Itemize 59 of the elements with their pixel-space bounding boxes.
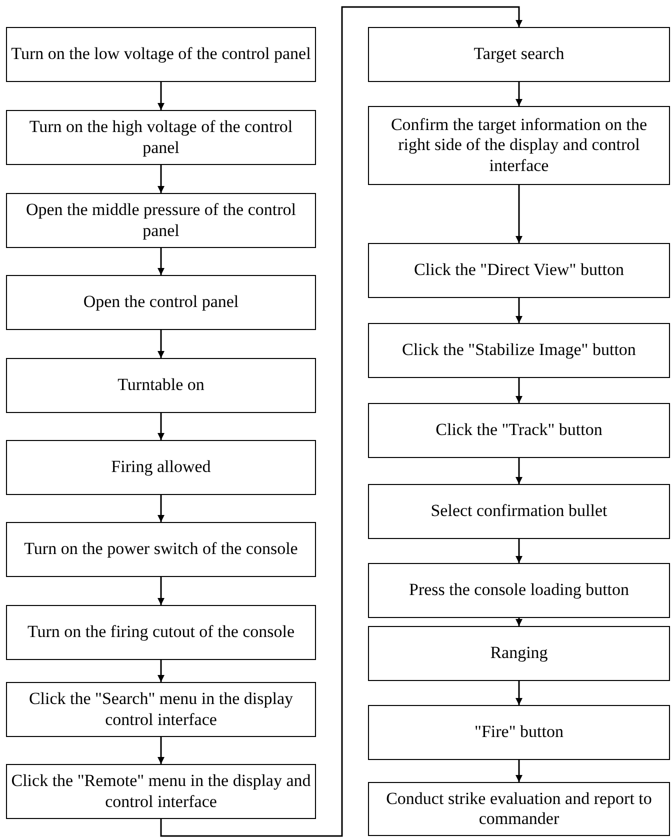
arrow [516, 82, 522, 106]
step-text: Select confirmation bullet [430, 501, 608, 522]
arrow [158, 248, 164, 275]
arrow [516, 539, 522, 563]
arrow [516, 458, 522, 484]
step-text: Turn on the high voltage of the control panel [28, 117, 294, 158]
step-text: Click the "Stabilize Image" button [402, 340, 636, 361]
process-box [6, 275, 316, 330]
step-text: Click the "Remote" menu in the display and control interface [11, 771, 311, 812]
step-text: Firing allowed [111, 457, 211, 478]
process-box [6, 522, 316, 577]
arrow [158, 577, 164, 605]
step-text: Ranging [490, 643, 548, 664]
process-box [6, 193, 316, 248]
step-text: Open the control panel [83, 292, 239, 313]
arrow [516, 185, 522, 243]
process-box [368, 27, 670, 82]
process-box [368, 626, 670, 681]
process-box [6, 110, 316, 165]
arrow [516, 760, 522, 782]
step-text: Turn on the low voltage of the control panel [11, 44, 311, 65]
process-box [368, 243, 670, 298]
process-box [368, 782, 670, 836]
step-text: Click the "Search" menu in the display control interface [28, 689, 294, 730]
arrow [158, 82, 164, 110]
process-box [6, 682, 316, 737]
arrow [516, 298, 522, 323]
process-box [6, 27, 316, 82]
arrow [158, 413, 164, 440]
process-box [368, 106, 670, 185]
step-text: Press the console loading button [408, 580, 630, 601]
arrow [158, 495, 164, 522]
process-box [6, 764, 316, 819]
process-box [6, 358, 316, 413]
arrow [158, 737, 164, 764]
process-box [368, 563, 670, 618]
arrow [158, 165, 164, 193]
step-text: Turn on the firing cutout of the console [27, 622, 295, 643]
arrow [158, 660, 164, 682]
arrow [516, 681, 522, 705]
step-text: Target search [474, 44, 564, 65]
step-text: Turn on the power switch of the console [24, 539, 298, 560]
step-text: Click the "Track" button [436, 420, 602, 441]
step-text: Conduct strike evaluation and report to commander [385, 788, 653, 830]
process-box [368, 484, 670, 539]
process-box [368, 705, 670, 760]
arrow [160, 6, 522, 837]
process-box [368, 403, 670, 458]
arrow [516, 378, 522, 403]
step-text: Turntable on [118, 375, 204, 396]
arrow [516, 618, 522, 626]
arrow [158, 330, 164, 358]
step-text: "Fire" button [474, 722, 564, 743]
process-box [6, 605, 316, 660]
process-box [368, 323, 670, 378]
step-text: Confirm the target information on the right side of the display and control interface [390, 114, 648, 176]
process-box [6, 440, 316, 495]
step-text: Open the middle pressure of the control panel [24, 200, 298, 241]
step-text: Click the "Direct View" button [414, 260, 624, 281]
